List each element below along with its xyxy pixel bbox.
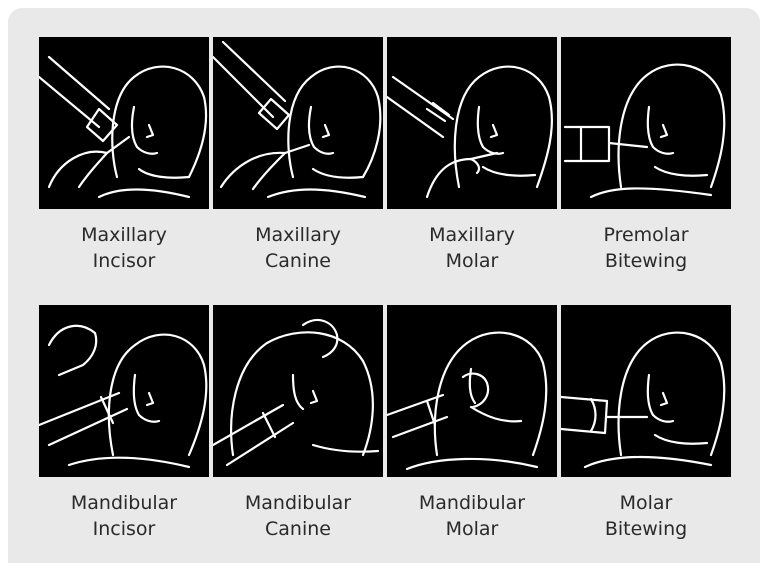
caption-maxillary-molar: MaxillaryMolar: [387, 222, 557, 274]
caption-mandibular-incisor: MandibularIncisor: [39, 490, 209, 542]
caption-mandibular-canine: MandibularCanine: [213, 490, 383, 542]
mandibular-incisor-illustration: [39, 305, 209, 477]
maxillary-molar-illustration: [387, 37, 557, 209]
caption-maxillary-canine: MaxillaryCanine: [213, 222, 383, 274]
caption-premolar-bitewing: PremolarBitewing: [561, 222, 731, 274]
mandibular-molar-illustration: [387, 305, 557, 477]
caption-mandibular-molar: MandibularMolar: [387, 490, 557, 542]
molar-bitewing-illustration: [561, 305, 731, 477]
caption-maxillary-incisor: MaxillaryIncisor: [39, 222, 209, 274]
maxillary-canine-illustration: [213, 37, 383, 209]
view-grid-panel: MaxillaryIncisor MaxillaryCanine Maxilla…: [8, 8, 760, 563]
caption-molar-bitewing: MolarBitewing: [561, 490, 731, 542]
mandibular-canine-illustration: [213, 305, 383, 477]
maxillary-incisor-illustration: [39, 37, 209, 209]
premolar-bitewing-illustration: [561, 37, 731, 209]
